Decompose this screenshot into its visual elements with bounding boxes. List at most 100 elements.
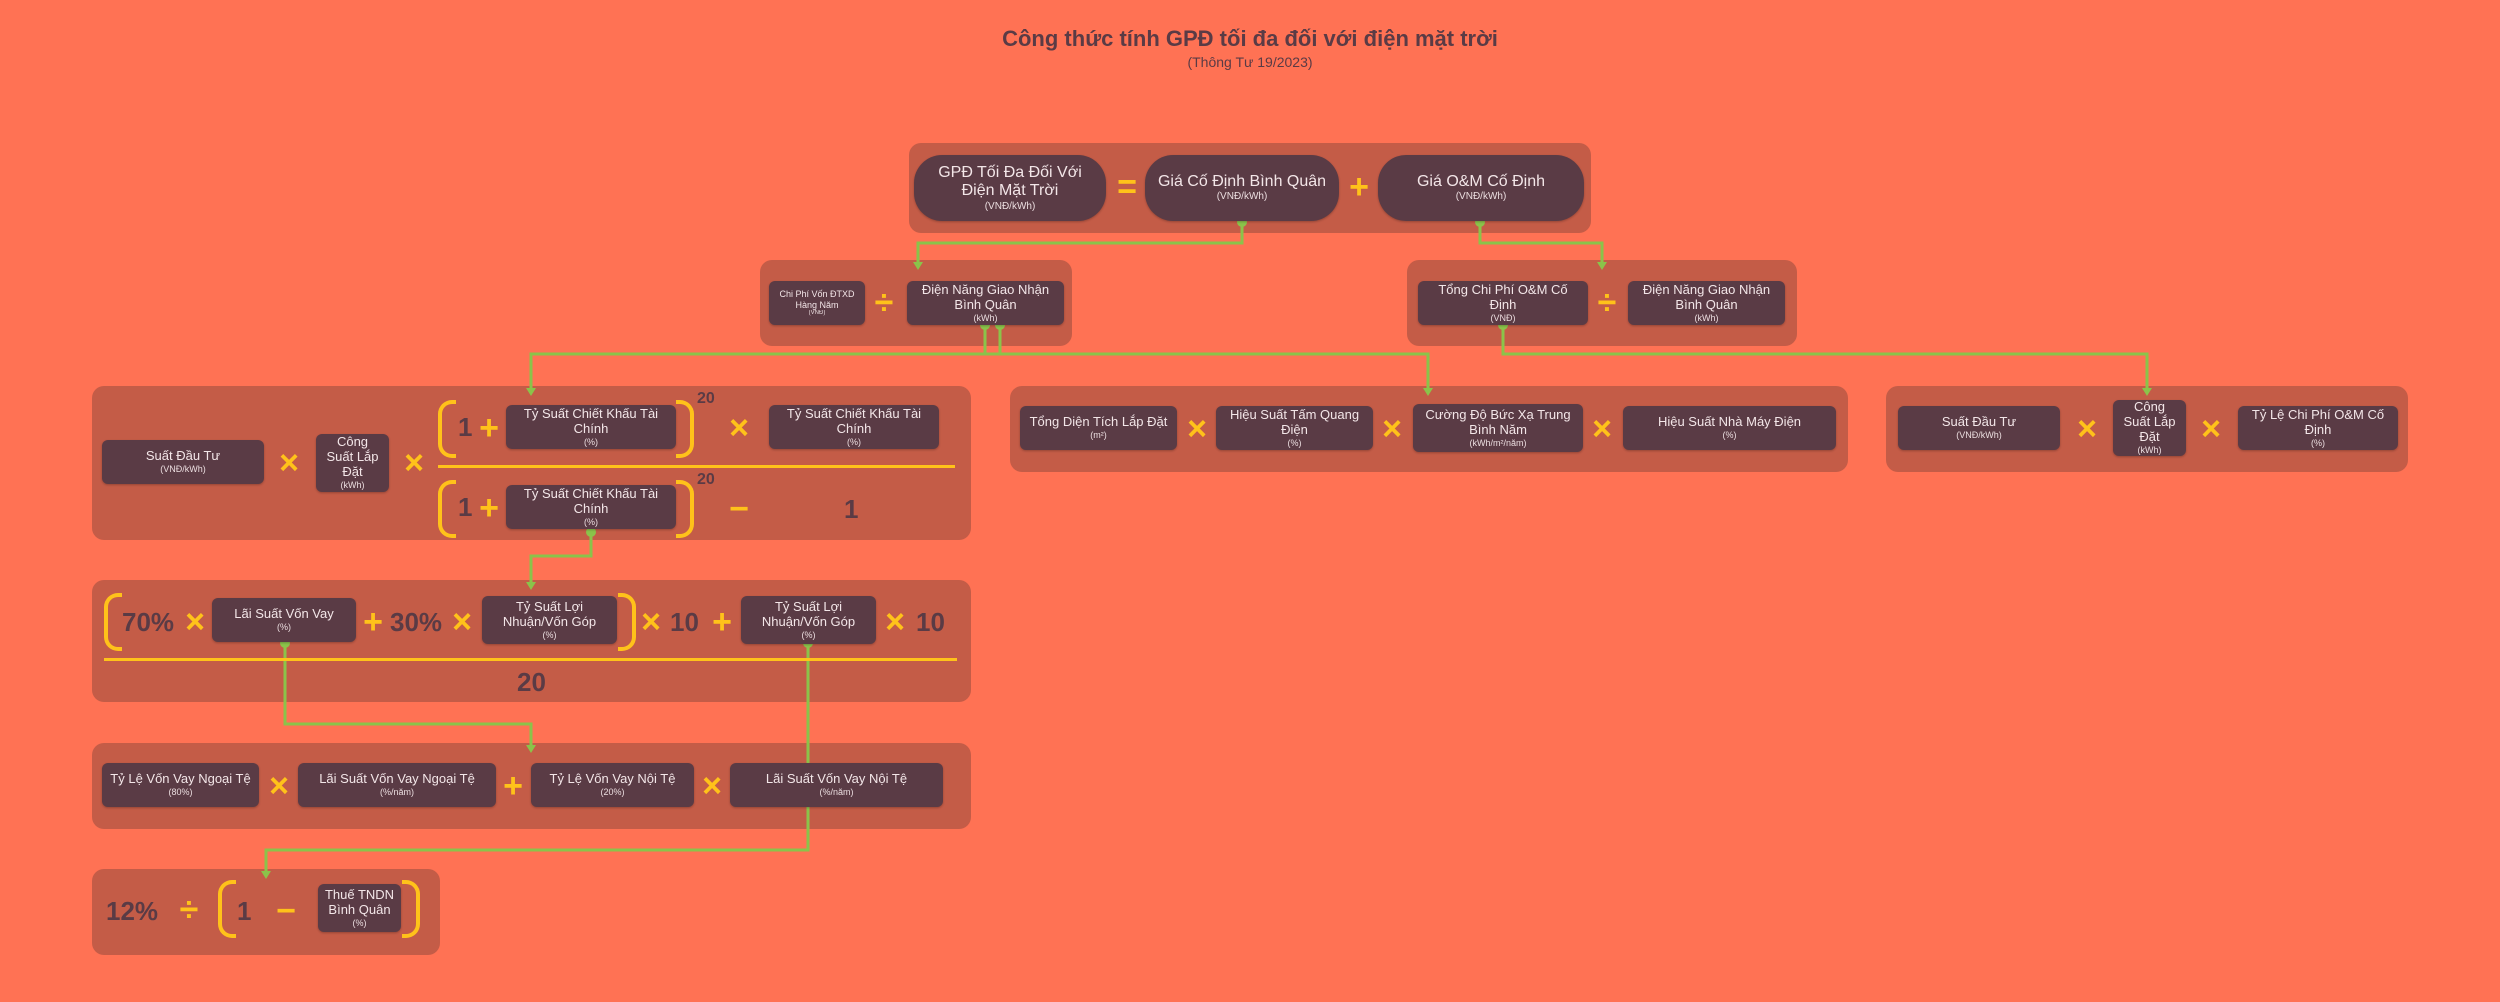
- roe-unit-1: (%): [542, 629, 557, 640]
- arrow-head: [526, 582, 536, 590]
- plus-operator: +: [1349, 168, 1369, 206]
- total-area-unit: (m²): [1090, 430, 1107, 441]
- roe-label-2: Tỷ Suất Lợi Nhuận/Vốn Góp: [761, 598, 856, 629]
- multiply-operator: ×: [269, 767, 289, 805]
- loan-interest-box: Lãi Suất Vốn Vay (%): [212, 598, 356, 642]
- investment-rate-box: Suất Đầu Tư (VNĐ/kWh): [102, 440, 264, 484]
- installed-capacity-label: Công Suất Lắp Đặt: [326, 434, 379, 480]
- irradiance-box: Cường Độ Bức Xạ Trung Bình Năm (kWh/m²/n…: [1413, 404, 1583, 452]
- local-loan-rate-unit: (%/năm): [819, 787, 854, 798]
- roe-box-1: Tỷ Suất Lợi Nhuận/Vốn Góp (%): [482, 596, 617, 644]
- pct-30: 30%: [390, 607, 443, 637]
- arrow-head: [913, 262, 923, 270]
- plant-efficiency-box: Hiệu Suất Nhà Máy Điện (%): [1623, 406, 1836, 450]
- foreign-loan-ratio-box: Tỷ Lệ Vốn Vay Ngoại Tệ (80%): [102, 763, 259, 807]
- avg-delivered-energy-box-2: Điện Năng Giao Nhận Bình Quân (kWh): [1628, 281, 1785, 325]
- divide-operator: ÷: [1597, 284, 1617, 322]
- connector-loanrate-to-loan: [283, 643, 533, 745]
- local-loan-rate-box: Lãi Suất Vốn Vay Nội Tệ (%/năm): [730, 763, 943, 807]
- foreign-loan-rate-box: Lãi Suất Vốn Vay Ngoại Tệ (%/năm): [298, 763, 496, 807]
- paren-right: [676, 400, 694, 458]
- multiply-operator: ×: [641, 603, 661, 641]
- foreign-loan-ratio-label: Tỷ Lệ Vốn Vay Ngoại Tệ: [110, 771, 251, 787]
- panel-efficiency-label: Hiệu Suất Tấm Quang Điện: [1229, 406, 1360, 437]
- arrow-head: [261, 871, 271, 879]
- connector-omtotal-to-calc: [1501, 325, 2149, 388]
- avg-delivered-energy-label: Điện Năng Giao Nhận Bình Quân: [921, 281, 1050, 312]
- discount-rate-box-2: Tỷ Suất Chiết Khấu Tài Chính (%): [769, 405, 939, 449]
- om-cost-ratio-box: Tỷ Lệ Chi Phí O&M Cố Định (%): [2238, 406, 2398, 450]
- fraction-bar: [104, 658, 957, 661]
- irradiance-label: Cường Độ Bức Xạ Trung Bình Năm: [1425, 406, 1571, 437]
- multiply-operator: ×: [885, 603, 905, 641]
- connector-dot: [586, 527, 596, 537]
- connector-energy-to-calc: [983, 325, 1430, 388]
- multiply-operator: ×: [279, 444, 299, 482]
- connector-capex-to-crf: [529, 325, 1002, 388]
- pct-12: 12%: [106, 896, 159, 926]
- om-fixed-price-unit: (VNĐ/kWh): [1455, 191, 1507, 203]
- roe-box-2: Tỷ Suất Lợi Nhuận/Vốn Góp (%): [741, 596, 876, 644]
- fraction-bar: [438, 465, 955, 468]
- panel-efficiency-unit: (%): [1287, 437, 1302, 448]
- om-installed-capacity-unit: (kWh): [2137, 445, 2162, 456]
- roe-unit-2: (%): [801, 629, 816, 640]
- multiply-operator: ×: [702, 767, 722, 805]
- multiply-operator: ×: [185, 603, 205, 641]
- minus-operator: −: [276, 892, 296, 930]
- multiply-operator: ×: [729, 409, 749, 447]
- total-area-box: Tổng Diện Tích Lắp Đặt (m²): [1020, 406, 1177, 450]
- paren-right: [402, 880, 420, 938]
- one-constant: 1: [844, 494, 859, 524]
- om-investment-rate-unit: (VNĐ/kWh): [1956, 430, 2002, 441]
- multiply-operator: ×: [404, 444, 424, 482]
- minus-operator: −: [729, 490, 749, 528]
- multiply-operator: ×: [2201, 410, 2221, 448]
- panel-efficiency-box: Hiệu Suất Tấm Quang Điện (%): [1216, 406, 1373, 450]
- corporate-tax-label: Thuế TNDN Bình Quân: [324, 886, 395, 917]
- gpd-max-label: GPĐ Tối Đa Đối Với Điện Mặt Trời: [938, 163, 1082, 200]
- multiply-operator: ×: [1187, 410, 1207, 448]
- corporate-tax-box: Thuế TNDN Bình Quân (%): [318, 884, 401, 932]
- installed-capacity-unit: (kWh): [340, 480, 365, 491]
- arrow-head: [2142, 388, 2152, 396]
- arrow-head: [526, 388, 536, 396]
- annual-capex-unit: (VNĐ): [808, 309, 826, 316]
- paren-left: [438, 480, 456, 538]
- irradiance-unit: (kWh/m²/năm): [1469, 437, 1527, 448]
- ten-constant-2: 10: [916, 607, 945, 637]
- investment-rate-label: Suất Đầu Tư: [145, 448, 221, 464]
- one-constant: 1: [458, 492, 473, 522]
- plus-operator: +: [363, 603, 383, 641]
- om-installed-capacity-label: Công Suất Lắp Đặt: [2123, 399, 2176, 445]
- om-total-cost-label: Tổng Chi Phí O&M Cố Định: [1438, 281, 1568, 312]
- foreign-loan-rate-unit: (%/năm): [379, 787, 414, 798]
- one-constant: 1: [237, 896, 252, 926]
- connector-fixed-to-capex: [916, 222, 1244, 262]
- denominator-20: 20: [517, 667, 546, 697]
- annual-capex-box: Chi Phí Vốn ĐTXD Hàng Năm (VNĐ): [769, 281, 865, 325]
- om-installed-capacity-box: Công Suất Lắp Đặt (kWh): [2113, 399, 2186, 456]
- corporate-tax-unit: (%): [352, 917, 367, 928]
- arrow-head: [1423, 388, 1433, 396]
- loan-interest-label: Lãi Suất Vốn Vay: [234, 606, 334, 622]
- om-investment-rate-label: Suất Đầu Tư: [1941, 414, 2017, 430]
- page-subtitle: (Thông Tư 19/2023): [1187, 54, 1313, 70]
- multiply-operator: ×: [1592, 410, 1612, 448]
- discount-rate-label-1: Tỷ Suất Chiết Khấu Tài Chính: [523, 405, 659, 436]
- connector-roe-to-tax: [264, 643, 810, 871]
- discount-rate-unit-2: (%): [847, 436, 861, 447]
- fixed-price-avg-box: Giá Cố Định Bình Quân (VNĐ/kWh): [1145, 155, 1339, 221]
- foreign-loan-rate-label: Lãi Suất Vốn Vay Ngoại Tệ: [319, 771, 475, 787]
- fixed-price-avg-unit: (VNĐ/kWh): [1216, 191, 1268, 203]
- local-loan-ratio-unit: (20%): [600, 787, 625, 798]
- ten-constant-1: 10: [670, 607, 699, 637]
- discount-rate-box-3: Tỷ Suất Chiết Khấu Tài Chính (%): [506, 485, 676, 529]
- gpd-max-unit: (VNĐ/kWh): [984, 200, 1036, 212]
- om-total-cost-unit: (VNĐ): [1490, 312, 1516, 323]
- plus-operator: +: [712, 603, 732, 641]
- paren-right: [618, 593, 636, 651]
- local-loan-ratio-label: Tỷ Lệ Vốn Vay Nội Tệ: [549, 771, 676, 787]
- installed-capacity-box: Công Suất Lắp Đặt (kWh): [316, 434, 389, 492]
